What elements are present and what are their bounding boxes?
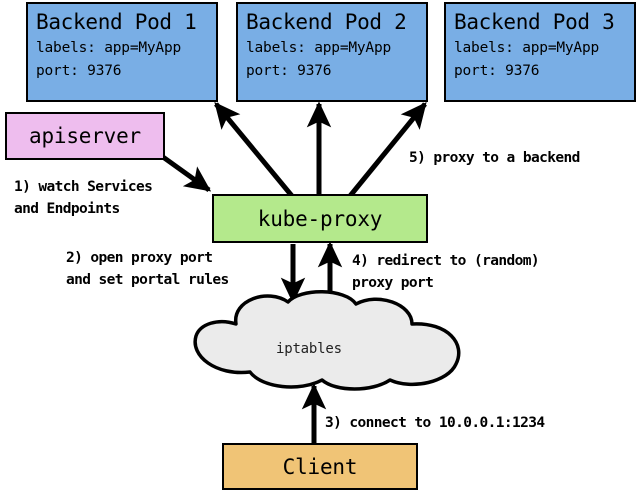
pod-2-port: port: 9376 xyxy=(246,63,332,79)
iptables-cloud xyxy=(193,290,461,391)
step-4-line2: proxy port xyxy=(352,275,434,291)
pod-1-port: port: 9376 xyxy=(36,63,122,79)
kube-proxy-node: kube-proxy xyxy=(212,194,428,243)
step-4-line1: 4) redirect to (random) xyxy=(352,253,540,269)
client-node: Client xyxy=(222,443,418,490)
kube-proxy-label: kube-proxy xyxy=(257,206,383,231)
step-3-line1: 3) connect to 10.0.0.1:1234 xyxy=(325,415,545,431)
step-2-line1: 2) open proxy port xyxy=(66,250,213,266)
pod-2-title: Backend Pod 2 xyxy=(246,10,407,34)
client-label: Client xyxy=(282,454,358,479)
pod-3-title: Backend Pod 3 xyxy=(454,10,615,34)
apiserver-node: apiserver xyxy=(5,112,165,160)
arrow-kubeproxy-to-pod3 xyxy=(348,101,427,198)
step-1-line1: 1) watch Services xyxy=(14,179,153,195)
backend-pod-1: Backend Pod 1 labels: app=MyApp port: 93… xyxy=(26,2,218,102)
pod-2-labels: labels: app=MyApp xyxy=(246,40,392,56)
step-1-line2: and Endpoints xyxy=(14,201,120,217)
backend-pod-3: Backend Pod 3 labels: app=MyApp port: 93… xyxy=(444,2,636,102)
pod-1-labels: labels: app=MyApp xyxy=(36,40,182,56)
step-2-line2: and set portal rules xyxy=(66,272,229,288)
step-5-line1: 5) proxy to a backend xyxy=(409,150,580,166)
pod-3-labels: labels: app=MyApp xyxy=(454,40,600,56)
apiserver-label: apiserver xyxy=(29,124,141,148)
iptables-label: iptables xyxy=(276,341,342,357)
backend-pod-2: Backend Pod 2 labels: app=MyApp port: 93… xyxy=(236,2,428,102)
pod-3-port: port: 9376 xyxy=(454,63,540,79)
arrow-kubeproxy-to-pod1 xyxy=(214,101,294,198)
pod-1-title: Backend Pod 1 xyxy=(36,10,197,34)
